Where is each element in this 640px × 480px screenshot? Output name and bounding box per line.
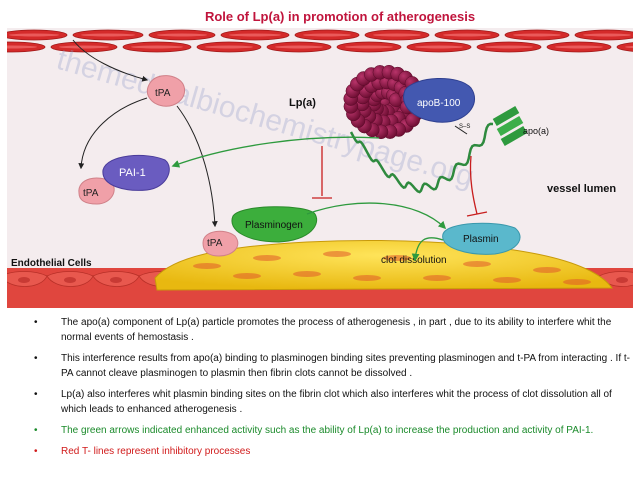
arrow-tpa-to-plasminogen	[176, 105, 218, 228]
red-blood-cell-highlight	[513, 33, 561, 37]
red-blood-cell-highlight	[443, 33, 491, 37]
red-blood-cell-highlight	[485, 45, 533, 49]
red-blood-cell-highlight	[303, 33, 351, 37]
bullet-text: This interference results from apo(a) bi…	[61, 353, 630, 379]
red-blood-cell-highlight	[205, 45, 253, 49]
endothelial-cells-label: Endothelial Cells	[11, 258, 92, 269]
arrow-tpa-to-pai1	[78, 97, 148, 170]
bullet-text: Lp(a) also interferes whit plasmin bindi…	[61, 389, 612, 415]
plasmin-node: Plasmin	[442, 222, 521, 255]
svg-text:PAI-1: PAI-1	[119, 167, 146, 179]
lpa-particle: apoB-100 Lp(a)	[289, 64, 476, 140]
vessel-lumen-label: vessel lumen	[547, 183, 616, 195]
clot-red-streak	[253, 255, 281, 261]
red-blood-cell-highlight	[59, 45, 109, 49]
red-blood-cell-highlight	[625, 45, 633, 49]
svg-text:S–S: S–S	[459, 124, 470, 130]
svg-text:apo(a): apo(a)	[523, 126, 549, 136]
clot-red-cells	[193, 251, 591, 285]
red-blood-cell-highlight	[81, 33, 135, 37]
endothelial-nucleus	[616, 277, 628, 283]
svg-text:Plasmin: Plasmin	[463, 234, 499, 245]
clot-red-streak	[353, 275, 381, 281]
red-blood-cell-highlight	[275, 45, 323, 49]
bullet-item: • The apo(a) component of Lp(a) particle …	[34, 315, 630, 345]
endothelial-nucleus	[18, 277, 30, 283]
tpa-top-node: tPA	[146, 75, 185, 107]
bullet-list: • The apo(a) component of Lp(a) particle …	[34, 315, 630, 465]
bullet-item: • This interference results from apo(a) b…	[34, 351, 630, 381]
clot-red-streak	[233, 273, 261, 279]
bullet-text: Red T- lines represent inhibitory proces…	[61, 446, 251, 457]
red-blood-cell-highlight	[345, 45, 393, 49]
red-blood-cell-highlight	[7, 45, 37, 49]
bullet-item: • Lp(a) also interferes whit plasmin bind…	[34, 387, 630, 417]
red-blood-cell-highlight	[555, 45, 603, 49]
endothelial-nucleus	[64, 277, 76, 283]
apoa-kringle-block	[492, 106, 528, 146]
clot-red-streak	[563, 279, 591, 285]
red-blood-cell-highlight	[9, 33, 59, 37]
svg-text:tPA: tPA	[207, 238, 223, 249]
clot-red-streak	[193, 263, 221, 269]
lpa-diagram: themedicalbiochemistrypage.org tPA PAI-1…	[7, 28, 633, 308]
green-arrow-lpa-to-pai1	[171, 136, 380, 168]
clot-dissolution-label: clot dissolution	[381, 255, 447, 266]
tpa-plasminogen-node: tPA Plasminogen	[202, 206, 317, 257]
endothelial-nucleus	[110, 277, 122, 283]
page-title: Role of Lp(a) in promotion of atherogene…	[204, 9, 476, 24]
bullet-text: The green arrows indicated enhanced acti…	[61, 425, 594, 436]
clot-red-streak	[383, 255, 411, 261]
bullet-item: • The green arrows indicated enhanced act…	[34, 423, 630, 438]
bullet-dot: •	[34, 389, 38, 400]
bullet-item: • Red T- lines represent inhibitory proce…	[34, 444, 630, 459]
red-blood-cell-highlight	[373, 33, 421, 37]
green-arrow-plasmin-to-dissolution	[411, 237, 444, 262]
red-blood-cell-highlight	[229, 33, 281, 37]
svg-text:Plasminogen: Plasminogen	[245, 220, 303, 231]
apoa-chain: S–S apo(a)	[349, 106, 549, 194]
bullet-dot: •	[34, 353, 38, 364]
bullet-dot: •	[34, 317, 38, 328]
bullet-text: The apo(a) component of Lp(a) particle p…	[61, 317, 612, 343]
clot-red-streak	[533, 267, 561, 273]
green-arrow-plasminogen-to-plasmin	[306, 202, 447, 230]
svg-text:tPA: tPA	[83, 188, 99, 199]
arrow-top-entry	[72, 39, 149, 82]
top-rbc-row	[7, 29, 633, 53]
red-blood-cell-highlight	[583, 33, 631, 37]
svg-text:Lp(a): Lp(a)	[289, 97, 316, 109]
red-blood-cell-highlight	[415, 45, 463, 49]
svg-text:tPA: tPA	[155, 88, 171, 99]
clot-red-streak	[493, 277, 521, 283]
clot-red-streak	[293, 271, 321, 277]
bullet-dot: •	[34, 446, 38, 457]
red-blood-cell-highlight	[157, 33, 207, 37]
svg-text:apoB-100: apoB-100	[417, 98, 461, 109]
clot-red-streak	[323, 251, 351, 257]
clot-red-streak	[423, 275, 451, 281]
pai1-tpa-complex: PAI-1 tPA	[78, 154, 170, 205]
red-inhibit-lines	[312, 146, 488, 217]
bullet-dot: •	[34, 425, 38, 436]
red-blood-cell-highlight	[131, 45, 183, 49]
clot-red-streak	[463, 261, 491, 267]
